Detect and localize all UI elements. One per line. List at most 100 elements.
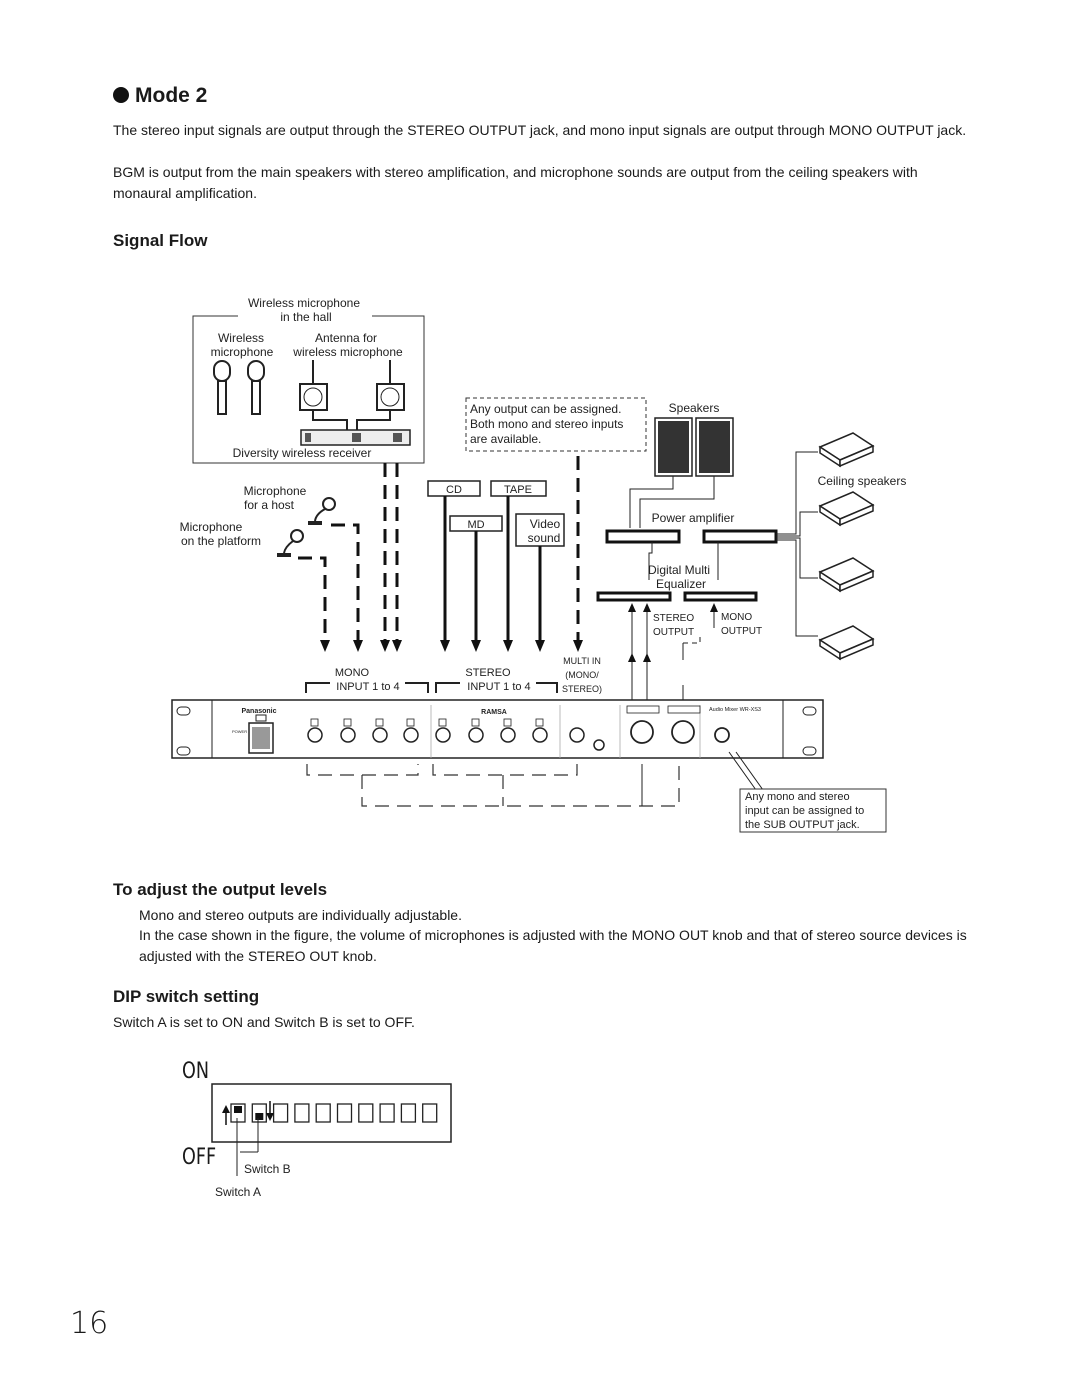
adjust-heading: To adjust the output levels [113, 880, 328, 899]
wireless-mic-label-1: Wireless [218, 331, 264, 345]
ceiling-speaker-icon [818, 557, 875, 593]
dme-label-2: Equalizer [656, 577, 706, 591]
power-amp-right [702, 529, 778, 544]
mono-output-label-1: MONO [721, 612, 752, 623]
signal-flow-heading: Signal Flow [113, 231, 208, 250]
dme-right [683, 591, 758, 602]
svg-text:sound: sound [528, 531, 561, 545]
source-cd: CD [427, 480, 481, 497]
svg-text:MD: MD [467, 519, 484, 531]
power-switch-icon [248, 714, 274, 754]
source-lines [443, 496, 542, 640]
multi-in-label-1: MULTI IN [563, 656, 601, 666]
model-label: Audio Mixer WR-XS3 [709, 707, 761, 713]
gooseneck-microphone-icon [308, 497, 336, 525]
ceiling-speakers-label: Ceiling speakers [818, 474, 907, 488]
dip-switch-4 [294, 1103, 310, 1123]
ceiling-speaker-icon [818, 625, 875, 661]
wireless-title-2: in the hall [280, 310, 331, 324]
note-line-3: are available. [470, 432, 541, 446]
intro-paragraph-1: The stereo input signals are output thro… [113, 122, 967, 138]
audio-mixer: Panasonic RAMSA Audio Mixer WR-XS3 POWER [171, 699, 824, 759]
speaker-icon [695, 417, 734, 477]
source-tape: TAPE [490, 480, 547, 497]
mono-input-label-1: MONO [335, 667, 370, 679]
dip-switch-5 [315, 1103, 331, 1123]
wireless-box: Wireless microphone in the hall Wireless… [192, 296, 425, 464]
output-lines [631, 612, 715, 700]
dip-switch-8 [379, 1103, 395, 1123]
sub-note-line-3: the SUB OUTPUT jack. [745, 819, 860, 831]
antenna-icon [299, 360, 328, 411]
dip-off-label: OFF [182, 1145, 217, 1170]
ceiling-speaker-icon [818, 491, 875, 527]
ceiling-speaker-icon [818, 432, 875, 468]
power-amp-label: Power amplifier [652, 511, 735, 525]
antenna-label-2: wireless microphone [292, 345, 403, 359]
mic-platform-label-1: Microphone [180, 520, 243, 534]
dip-switch-6 [336, 1103, 353, 1123]
wireless-mic-label-2: microphone [211, 345, 274, 359]
wireless-title-1: Wireless microphone [248, 296, 360, 310]
adjust-paragraph-2: In the case shown in the figure, the vol… [139, 927, 967, 964]
svg-text:TAPE: TAPE [504, 484, 532, 496]
channel-number-boxes [310, 705, 701, 727]
antenna-icon [376, 360, 405, 411]
handheld-microphone-icon [213, 360, 231, 415]
receiver-signal-lines [383, 463, 399, 640]
bullet-icon [113, 87, 129, 103]
adjust-paragraph-1: Mono and stereo outputs are individually… [139, 907, 462, 923]
source-md: MD [449, 515, 503, 532]
dme-label-1: Digital Multi [648, 563, 710, 577]
note-line-2: Both mono and stereo inputs [470, 417, 623, 431]
svg-text:CD: CD [446, 484, 462, 496]
dip-switch-knob [255, 1113, 264, 1120]
receiver-icon [300, 429, 411, 446]
switch-a-label: Switch A [215, 1185, 261, 1199]
stereo-output-label-2: OUTPUT [653, 627, 694, 638]
sub-note-line-2: input can be assigned to [745, 805, 864, 817]
channel-knobs [307, 727, 605, 751]
source-video-sound: Video sound [515, 513, 565, 547]
dip-text: Switch A is set to ON and Switch B is se… [113, 1014, 415, 1030]
stereo-input-label-1: STEREO [465, 667, 511, 679]
dip-switch-9 [400, 1103, 417, 1123]
antenna-label-1: Antenna for [315, 331, 377, 345]
mic-host-label-2: for a host [244, 498, 295, 512]
stereo-output-label-1: STEREO [653, 613, 694, 624]
dme-left [596, 591, 672, 602]
sub-note-line-1: Any mono and stereo [745, 791, 850, 803]
multi-in-label-3: STEREO) [562, 684, 602, 694]
dip-switch-knob [234, 1106, 242, 1113]
dip-heading: DIP switch setting [113, 987, 260, 1006]
dip-switch-10 [422, 1103, 438, 1123]
brand2-label: RAMSA [481, 709, 507, 716]
intro-paragraph-2: BGM is output from the main speakers wit… [113, 164, 918, 201]
note-line-1: Any output can be assigned. [470, 402, 621, 416]
receiver-label: Diversity wireless receiver [233, 446, 372, 460]
dip-switch-7 [358, 1103, 374, 1123]
mono-input-label-2: INPUT 1 to 4 [336, 681, 399, 693]
dip-on-label: ON [182, 1059, 210, 1084]
gooseneck-microphone-icon [277, 529, 304, 557]
ceiling-speaker-wires [776, 451, 818, 637]
handheld-microphone-icon [247, 360, 265, 415]
brand-label: Panasonic [241, 708, 276, 715]
mono-output-label-2: OUTPUT [721, 626, 762, 637]
mode-title: Mode 2 [113, 84, 207, 108]
master-knobs [630, 720, 730, 744]
dip-switch-diagram: Switch B Switch A [211, 1083, 452, 1199]
stereo-input-label-2: INPUT 1 to 4 [467, 681, 530, 693]
multi-in-label-2: (MONO/ [565, 670, 599, 680]
sub-output-note-box [739, 788, 887, 833]
power-label: POWER [232, 729, 247, 734]
power-amp-left [605, 529, 681, 544]
mic-platform-label-2: on the platform [181, 534, 261, 548]
page-number: 16 [70, 1306, 109, 1341]
speakers-label: Speakers [669, 401, 720, 415]
switch-b-label: Switch B [244, 1162, 291, 1176]
mic-host-label-1: Microphone [244, 484, 307, 498]
assignment-bracket-lines [306, 764, 680, 807]
svg-text:Video: Video [530, 517, 561, 531]
